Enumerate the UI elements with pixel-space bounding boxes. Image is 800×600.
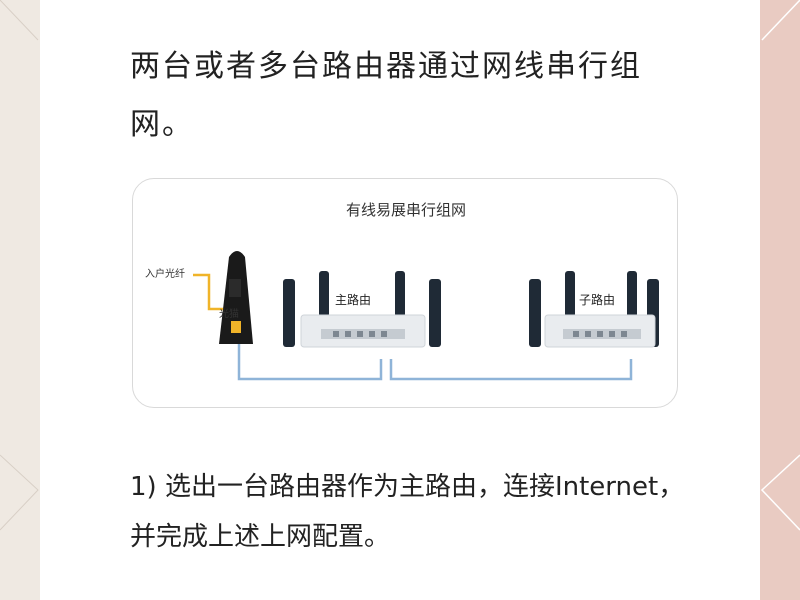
fiber-cable: [193, 273, 229, 311]
network-diagram: 有线易展串行组网 入户光纤 光猫 主路由 子路由: [132, 178, 678, 408]
right-decoration: [760, 0, 800, 531]
left-background: [0, 0, 40, 600]
main-router-label: 主路由: [334, 293, 371, 307]
main-to-sub-cable: [389, 359, 633, 381]
sub-router-label: 子路由: [578, 293, 615, 307]
page-heading: 两台或者多台路由器通过网线串行组网。: [130, 49, 642, 142]
diagram-title: 有线易展串行组网: [345, 201, 466, 219]
main-router-icon: [283, 271, 441, 348]
modem-icon: [219, 251, 253, 344]
modem-to-main-cable: [237, 329, 383, 381]
right-background: [760, 0, 800, 600]
step-text: 1) 选出一台路由器作为主路由，连接Internet，并完成上述上网配置。: [130, 472, 685, 552]
fiber-label: 入户光纤: [145, 269, 185, 280]
left-decoration: [0, 0, 39, 531]
diagram-graphics: [193, 251, 659, 381]
modem-label: 光猫: [219, 309, 239, 320]
sub-router-icon: [529, 271, 659, 348]
